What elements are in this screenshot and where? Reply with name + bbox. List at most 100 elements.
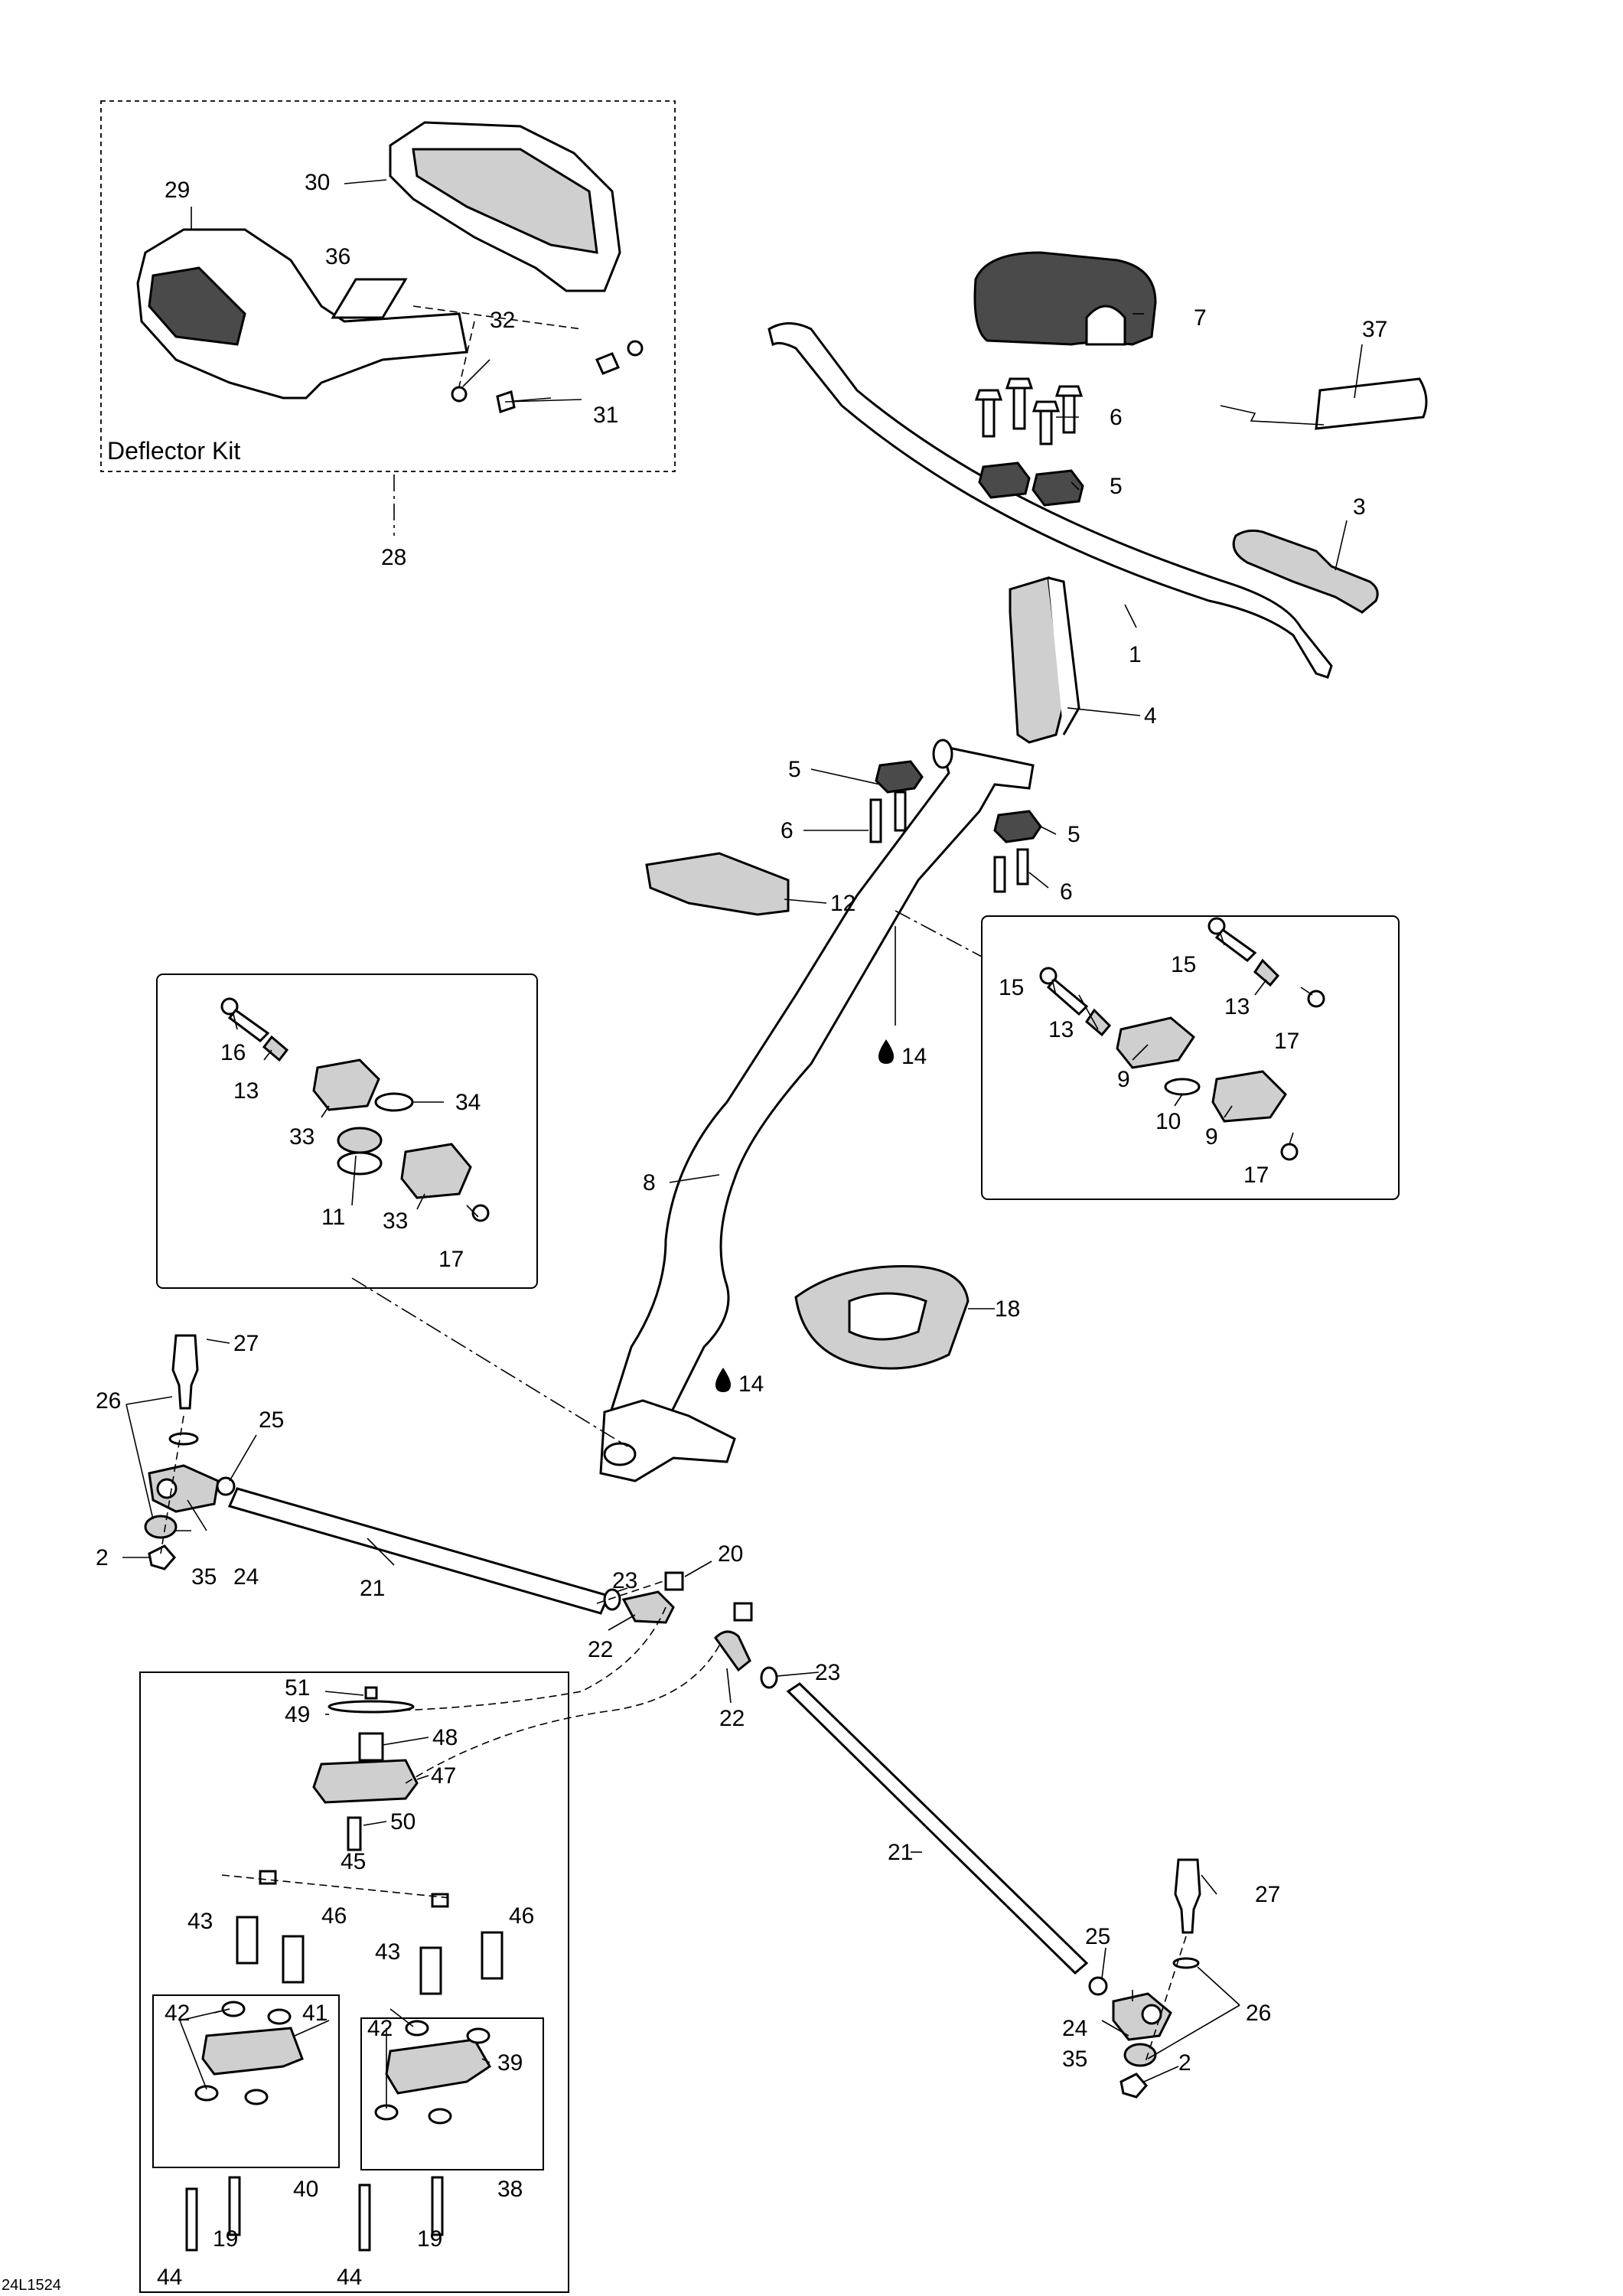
spacer-10 <box>1164 1078 1201 1096</box>
riser-group <box>973 251 1157 744</box>
callout-40: 40 <box>293 2177 318 2202</box>
callout-2-right: 2 <box>1178 2050 1191 2076</box>
callout-24-left: 24 <box>233 1564 259 1590</box>
oil-drop-icon-2 <box>715 1368 731 1392</box>
callout-42-left: 42 <box>165 2001 190 2026</box>
callout-32: 32 <box>490 308 515 333</box>
callout-26-right: 26 <box>1246 2001 1271 2026</box>
callout-28: 28 <box>381 545 406 570</box>
hand-guard-left <box>136 228 468 400</box>
callout-12: 12 <box>830 891 855 916</box>
handlebar-pad-notch <box>1085 305 1126 346</box>
callout-20: 20 <box>718 1541 743 1567</box>
callout-10: 10 <box>1155 1109 1181 1134</box>
callout-19-left: 19 <box>213 2226 238 2252</box>
heated-grip-wire <box>1220 405 1325 426</box>
callout-17-right-top: 17 <box>1274 1029 1299 1054</box>
callout-21-lower: 21 <box>888 1840 913 1865</box>
callout-22-lower: 22 <box>719 1706 745 1731</box>
callout-46-left: 46 <box>321 1903 347 1929</box>
callout-9-a: 9 <box>1117 1067 1130 1092</box>
callout-46-right: 46 <box>509 1903 534 1929</box>
callout-33-b: 33 <box>383 1208 408 1234</box>
callout-49: 49 <box>285 1702 310 1727</box>
callout-14-bottom: 14 <box>738 1371 764 1397</box>
bracket-33a <box>312 1058 380 1111</box>
callout-41: 41 <box>302 2001 328 2026</box>
callout-23-lower: 23 <box>815 1660 840 1685</box>
callout-6-right: 6 <box>1060 879 1073 905</box>
callout-8: 8 <box>643 1170 656 1195</box>
callout-25-right: 25 <box>1085 1924 1110 1949</box>
deflector-kit-box <box>100 100 676 472</box>
callout-36: 36 <box>325 244 350 269</box>
callout-29: 29 <box>165 178 190 203</box>
callout-5-top: 5 <box>1110 474 1123 499</box>
grip <box>1232 529 1379 614</box>
clamp-mid-left <box>875 760 924 794</box>
bracket-33b <box>400 1143 472 1199</box>
callout-47: 47 <box>431 1763 456 1789</box>
callout-4: 4 <box>1144 703 1157 729</box>
callout-31: 31 <box>593 403 618 428</box>
callout-16: 16 <box>220 1040 246 1065</box>
callout-23-upper: 23 <box>612 1568 637 1593</box>
bolt-27-right <box>1174 1858 1201 1934</box>
tie-rod-end-left <box>148 1464 220 1513</box>
tie-rod-end-9a <box>1116 1016 1195 1069</box>
callout-14-top: 14 <box>901 1044 927 1069</box>
callout-17-right-bottom: 17 <box>1243 1163 1269 1188</box>
clamp-mid-right <box>993 810 1042 843</box>
callout-45: 45 <box>341 1849 366 1874</box>
hand-guard-right-grille <box>412 148 598 254</box>
column-bottom-bracket <box>599 1399 736 1482</box>
callout-38: 38 <box>497 2177 523 2202</box>
right-detail-box <box>981 915 1400 1200</box>
callout-22-upper: 22 <box>588 1637 613 1662</box>
callout-51: 51 <box>285 1675 310 1701</box>
washer-49 <box>328 1700 415 1714</box>
callout-18: 18 <box>995 1296 1020 1322</box>
hand-guard-left-vent <box>148 266 246 346</box>
bolt-27-left <box>171 1334 199 1410</box>
handlebar-pad <box>973 251 1157 346</box>
steering-column <box>607 745 1035 1433</box>
leader-lines <box>122 179 1363 2108</box>
oil-drop-icon <box>715 1039 894 1392</box>
callout-37: 37 <box>1362 317 1387 342</box>
callout-21-upper: 21 <box>360 1576 385 1601</box>
callout-2-left: 2 <box>96 1545 109 1570</box>
callout-39: 39 <box>497 2050 523 2076</box>
callout-13-right-b: 13 <box>1224 994 1250 1019</box>
left-detail-box <box>156 974 538 1289</box>
callout-48: 48 <box>432 1725 458 1750</box>
callout-43-left: 43 <box>187 1909 213 1934</box>
drawing-code: 24L1524 <box>2 2277 61 2294</box>
callout-30: 30 <box>305 170 330 195</box>
callout-3: 3 <box>1353 494 1366 520</box>
lower-tie-rod-group <box>714 1630 1201 2099</box>
nut-2-left <box>148 1544 176 1570</box>
callout-6-mid: 6 <box>781 818 794 843</box>
callout-9-b: 9 <box>1205 1124 1218 1150</box>
idler-bracket-47 <box>312 1759 419 1804</box>
callout-13-right-a: 13 <box>1048 1017 1074 1042</box>
callout-44-right: 44 <box>337 2265 362 2290</box>
callout-17-left: 17 <box>438 1247 464 1272</box>
bracket-39 <box>385 2038 491 2095</box>
oil-drop-icon-1 <box>878 1039 894 1064</box>
deflector-kit-group: Deflector Kit <box>100 100 676 472</box>
tie-rod-end-22-upper <box>621 1590 675 1624</box>
handlebar <box>768 322 1333 679</box>
upper-bolts <box>974 377 1084 445</box>
tie-rod-upper <box>227 1487 611 1615</box>
callout-5-mid: 5 <box>788 757 801 782</box>
callout-34: 34 <box>455 1090 481 1115</box>
deflector-kit-label: Deflector Kit <box>107 437 240 465</box>
tie-rod-end-22-lower <box>714 1630 751 1672</box>
callout-27-right: 27 <box>1255 1882 1280 1907</box>
callout-42-right: 42 <box>367 2016 393 2041</box>
callout-33-a: 33 <box>289 1124 314 1150</box>
heated-grip-element <box>1315 377 1428 430</box>
